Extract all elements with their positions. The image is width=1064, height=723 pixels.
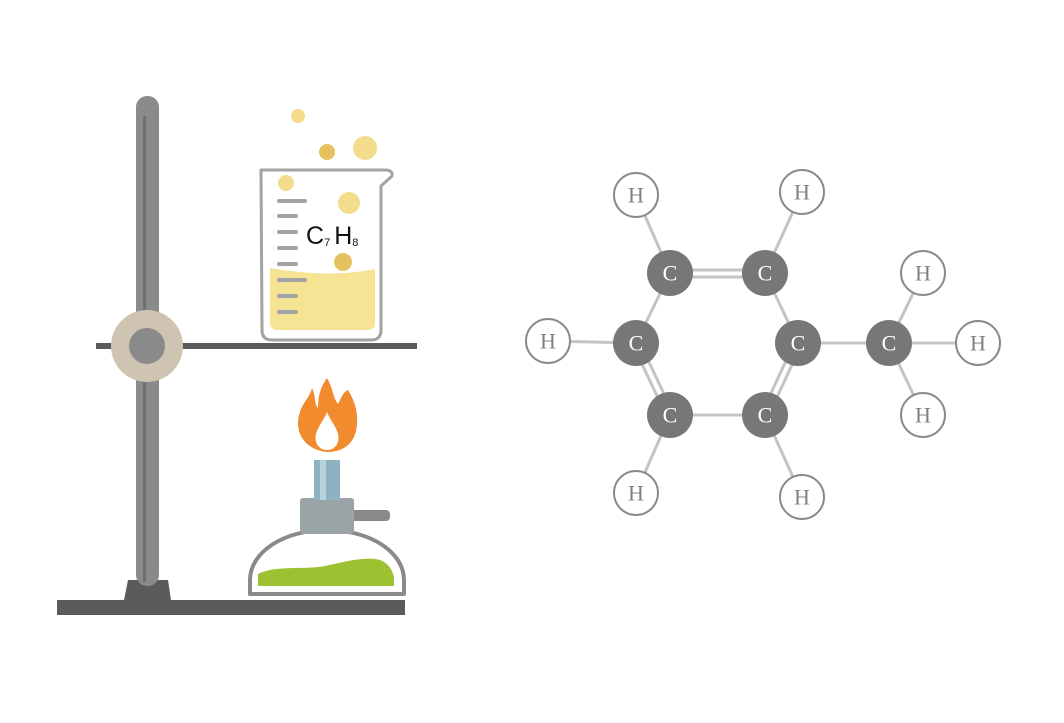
bubble: [338, 192, 360, 214]
atom-label: H: [970, 331, 986, 356]
molecule-icon: H H H H H H H H C C C C C C C: [525, 169, 1001, 520]
atom-label: H: [915, 403, 931, 428]
carbon-atom: C: [775, 320, 821, 366]
burner-neck: [300, 498, 354, 534]
hydrogen-atoms: H H H H H H H H: [525, 169, 1001, 520]
clamp-knob: [129, 328, 165, 364]
bubble: [291, 109, 305, 123]
support-shelf: [96, 343, 417, 349]
bubble: [334, 253, 352, 271]
bubble: [353, 136, 377, 160]
burner-tube-shine: [320, 460, 326, 500]
atom-label: H: [794, 180, 810, 205]
atom-label: H: [915, 261, 931, 286]
bubble: [319, 144, 335, 160]
hydrogen-atom: H: [900, 392, 946, 438]
carbon-atom: C: [647, 392, 693, 438]
beaker-graduations: [277, 199, 307, 314]
hydrogen-atom: H: [955, 320, 1001, 366]
hydrogen-atom: H: [779, 169, 825, 215]
molecule-bonds: [546, 190, 980, 499]
atom-label: H: [794, 485, 810, 510]
lab-stand-icon: [57, 96, 417, 615]
hydrogen-atom: H: [613, 470, 659, 516]
atom-label: C: [629, 331, 644, 356]
formula-hydrogen-subscript: 8: [352, 237, 358, 249]
stand-foot: [124, 580, 171, 600]
formula-carbon: C: [306, 222, 324, 250]
atom-label: C: [758, 403, 773, 428]
bubble: [278, 175, 294, 191]
atom-label: C: [663, 261, 678, 286]
beaker-outline: [259, 168, 394, 342]
bubbles: [278, 109, 377, 271]
burner-liquid: [258, 558, 394, 586]
stand-base: [57, 600, 405, 615]
atom-label: C: [663, 403, 678, 428]
carbon-atom: C: [866, 320, 912, 366]
atom-label: H: [628, 183, 644, 208]
atom-label: H: [540, 329, 556, 354]
carbon-atoms: C C C C C C C: [613, 250, 912, 438]
atom-label: C: [882, 331, 897, 356]
formula-hydrogen: H: [334, 222, 352, 250]
flame-inner: [315, 412, 339, 450]
burner-tube: [314, 460, 340, 500]
atom-label: C: [758, 261, 773, 286]
carbon-atom: C: [742, 250, 788, 296]
atom-label: C: [791, 331, 806, 356]
hydrogen-atom: H: [613, 172, 659, 218]
carbon-atom: C: [647, 250, 693, 296]
beaker-liquid: [270, 268, 375, 330]
carbon-atom: C: [742, 392, 788, 438]
carbon-atom: C: [613, 320, 659, 366]
hydrogen-atom: H: [900, 250, 946, 296]
bunsen-burner-icon: [248, 460, 406, 596]
atom-label: H: [628, 481, 644, 506]
hydrogen-atom: H: [779, 474, 825, 520]
flame-icon: [298, 378, 358, 452]
hydrogen-atom: H: [525, 318, 571, 364]
formula-carbon-subscript: 7: [324, 237, 330, 249]
burner-arm: [345, 510, 390, 521]
